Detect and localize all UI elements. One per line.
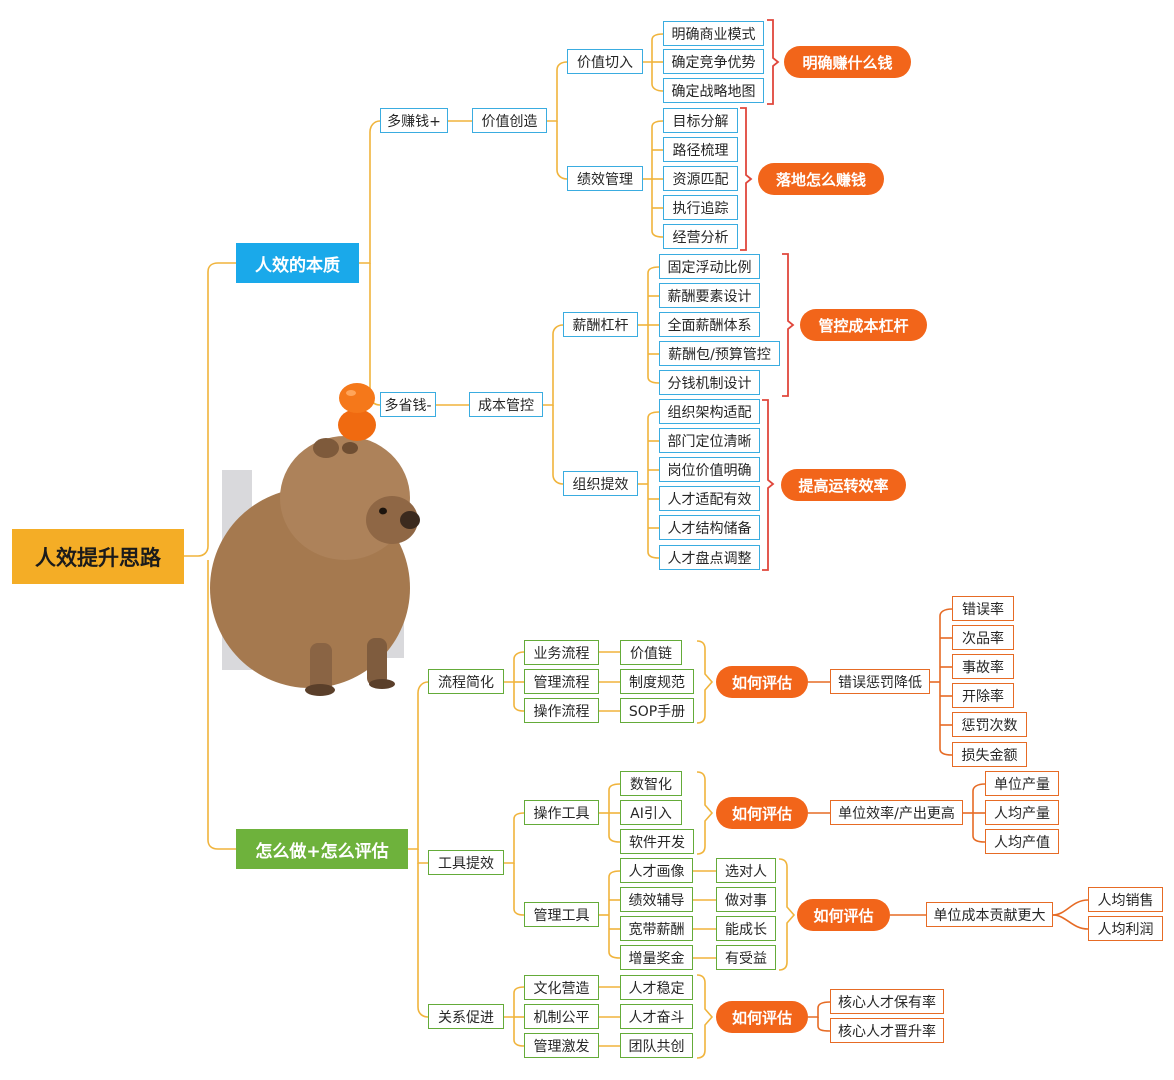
node-mgmt-metric-item: 人均利润 (1088, 916, 1163, 941)
node-performance-item: 资源匹配 (663, 166, 738, 191)
node-salary-item: 薪酬要素设计 (659, 283, 760, 308)
eval-pill-process: 如何评估 (716, 666, 808, 698)
node-process-focus: 制度规范 (620, 669, 694, 694)
node-ops-item: AI引入 (620, 800, 682, 825)
node-mgmt-effect: 能成长 (716, 916, 776, 941)
node-org-item: 人才适配有效 (659, 486, 760, 511)
node-process-kind: 操作流程 (524, 698, 599, 723)
node-process-kind: 业务流程 (524, 640, 599, 665)
node-process-metric-item: 错误率 (952, 596, 1014, 621)
node-relation-kind: 管理激发 (524, 1033, 599, 1058)
node-process-metric-item: 次品率 (952, 625, 1014, 650)
node-value-creation: 价值创造 (472, 108, 547, 133)
node-salary-lever: 薪酬杠杆 (563, 312, 638, 337)
node-ops-metric-item: 人均产值 (985, 829, 1059, 854)
node-process-focus: 价值链 (620, 640, 682, 665)
node-relation-metric: 核心人才晋升率 (830, 1018, 944, 1043)
node-process-metric-item: 损失金额 (952, 742, 1027, 767)
result-pill-cost-lever: 管控成本杠杆 (800, 309, 927, 341)
node-performance-item: 路径梳理 (663, 137, 738, 162)
node-process-metric-item: 开除率 (952, 683, 1014, 708)
node-org-item: 人才盘点调整 (659, 545, 760, 570)
node-relation-kind: 文化营造 (524, 975, 599, 1000)
node-ops-item: 数智化 (620, 771, 682, 796)
node-salary-item: 全面薪酬体系 (659, 312, 760, 337)
node-mgmt-effect: 有受益 (716, 945, 776, 970)
node-relation-effect: 人才奋斗 (620, 1004, 693, 1029)
node-process: 流程简化 (428, 669, 504, 694)
node-mgmt-item: 人才画像 (620, 858, 693, 883)
node-performance: 绩效管理 (567, 166, 643, 191)
node-ops-tools: 操作工具 (524, 800, 599, 825)
node-mgmt-item: 绩效辅导 (620, 887, 693, 912)
node-ops-metric: 单位效率/产出更高 (830, 800, 963, 825)
node-mgmt-item: 增量奖金 (620, 945, 693, 970)
node-cost-control: 成本管控 (469, 392, 543, 417)
node-value-entry-item: 明确商业模式 (663, 21, 764, 46)
node-org-item: 岗位价值明确 (659, 457, 760, 482)
branch-essence: 人效的本质 (236, 243, 359, 283)
node-salary-item: 薪酬包/预算管控 (659, 341, 780, 366)
node-salary-item: 分钱机制设计 (659, 370, 760, 395)
node-relation-effect: 人才稳定 (620, 975, 693, 1000)
node-process-metric-item: 事故率 (952, 654, 1014, 679)
eval-pill-relation: 如何评估 (716, 1001, 808, 1033)
node-mgmt-tools: 管理工具 (524, 902, 599, 927)
result-pill-earn-what: 明确赚什么钱 (784, 46, 911, 78)
node-mgmt-metric: 单位成本贡献更大 (926, 902, 1053, 927)
node-ops-item: 软件开发 (620, 829, 694, 854)
node-save-more: 多省钱- (380, 392, 436, 417)
eval-pill-mgmt: 如何评估 (797, 899, 890, 931)
node-mgmt-effect: 做对事 (716, 887, 776, 912)
capybara-image (210, 383, 420, 696)
node-mgmt-effect: 选对人 (716, 858, 776, 883)
node-org-efficiency: 组织提效 (563, 471, 638, 496)
node-process-kind: 管理流程 (524, 669, 599, 694)
node-value-entry-item: 确定战略地图 (663, 78, 764, 103)
eval-pill-ops: 如何评估 (716, 797, 808, 829)
node-mgmt-item: 宽带薪酬 (620, 916, 693, 941)
branch-how: 怎么做+怎么评估 (236, 829, 408, 869)
node-org-item: 组织架构适配 (659, 399, 760, 424)
result-pill-efficiency: 提高运转效率 (781, 469, 906, 501)
node-process-focus: SOP手册 (620, 698, 694, 723)
node-org-item: 部门定位清晰 (659, 428, 760, 453)
node-relation-effect: 团队共创 (620, 1033, 693, 1058)
node-tools: 工具提效 (428, 850, 504, 875)
node-value-entry: 价值切入 (567, 49, 643, 74)
node-performance-item: 经营分析 (663, 224, 738, 249)
node-salary-item: 固定浮动比例 (659, 254, 760, 279)
node-org-item: 人才结构储备 (659, 515, 760, 540)
node-relation: 关系促进 (428, 1004, 504, 1029)
node-ops-metric-item: 单位产量 (985, 771, 1059, 796)
node-relation-metric: 核心人才保有率 (830, 989, 944, 1014)
node-mgmt-metric-item: 人均销售 (1088, 887, 1163, 912)
node-performance-item: 执行追踪 (663, 195, 738, 220)
node-ops-metric-item: 人均产量 (985, 800, 1059, 825)
node-relation-kind: 机制公平 (524, 1004, 599, 1029)
root-node: 人效提升思路 (12, 529, 184, 584)
node-process-metric-item: 惩罚次数 (952, 712, 1027, 737)
node-earn-more: 多赚钱+ (380, 108, 448, 133)
node-process-metric: 错误惩罚降低 (830, 669, 930, 694)
result-pill-how-earn: 落地怎么赚钱 (758, 163, 884, 195)
node-value-entry-item: 确定竞争优势 (663, 49, 764, 74)
node-performance-item: 目标分解 (663, 108, 738, 133)
